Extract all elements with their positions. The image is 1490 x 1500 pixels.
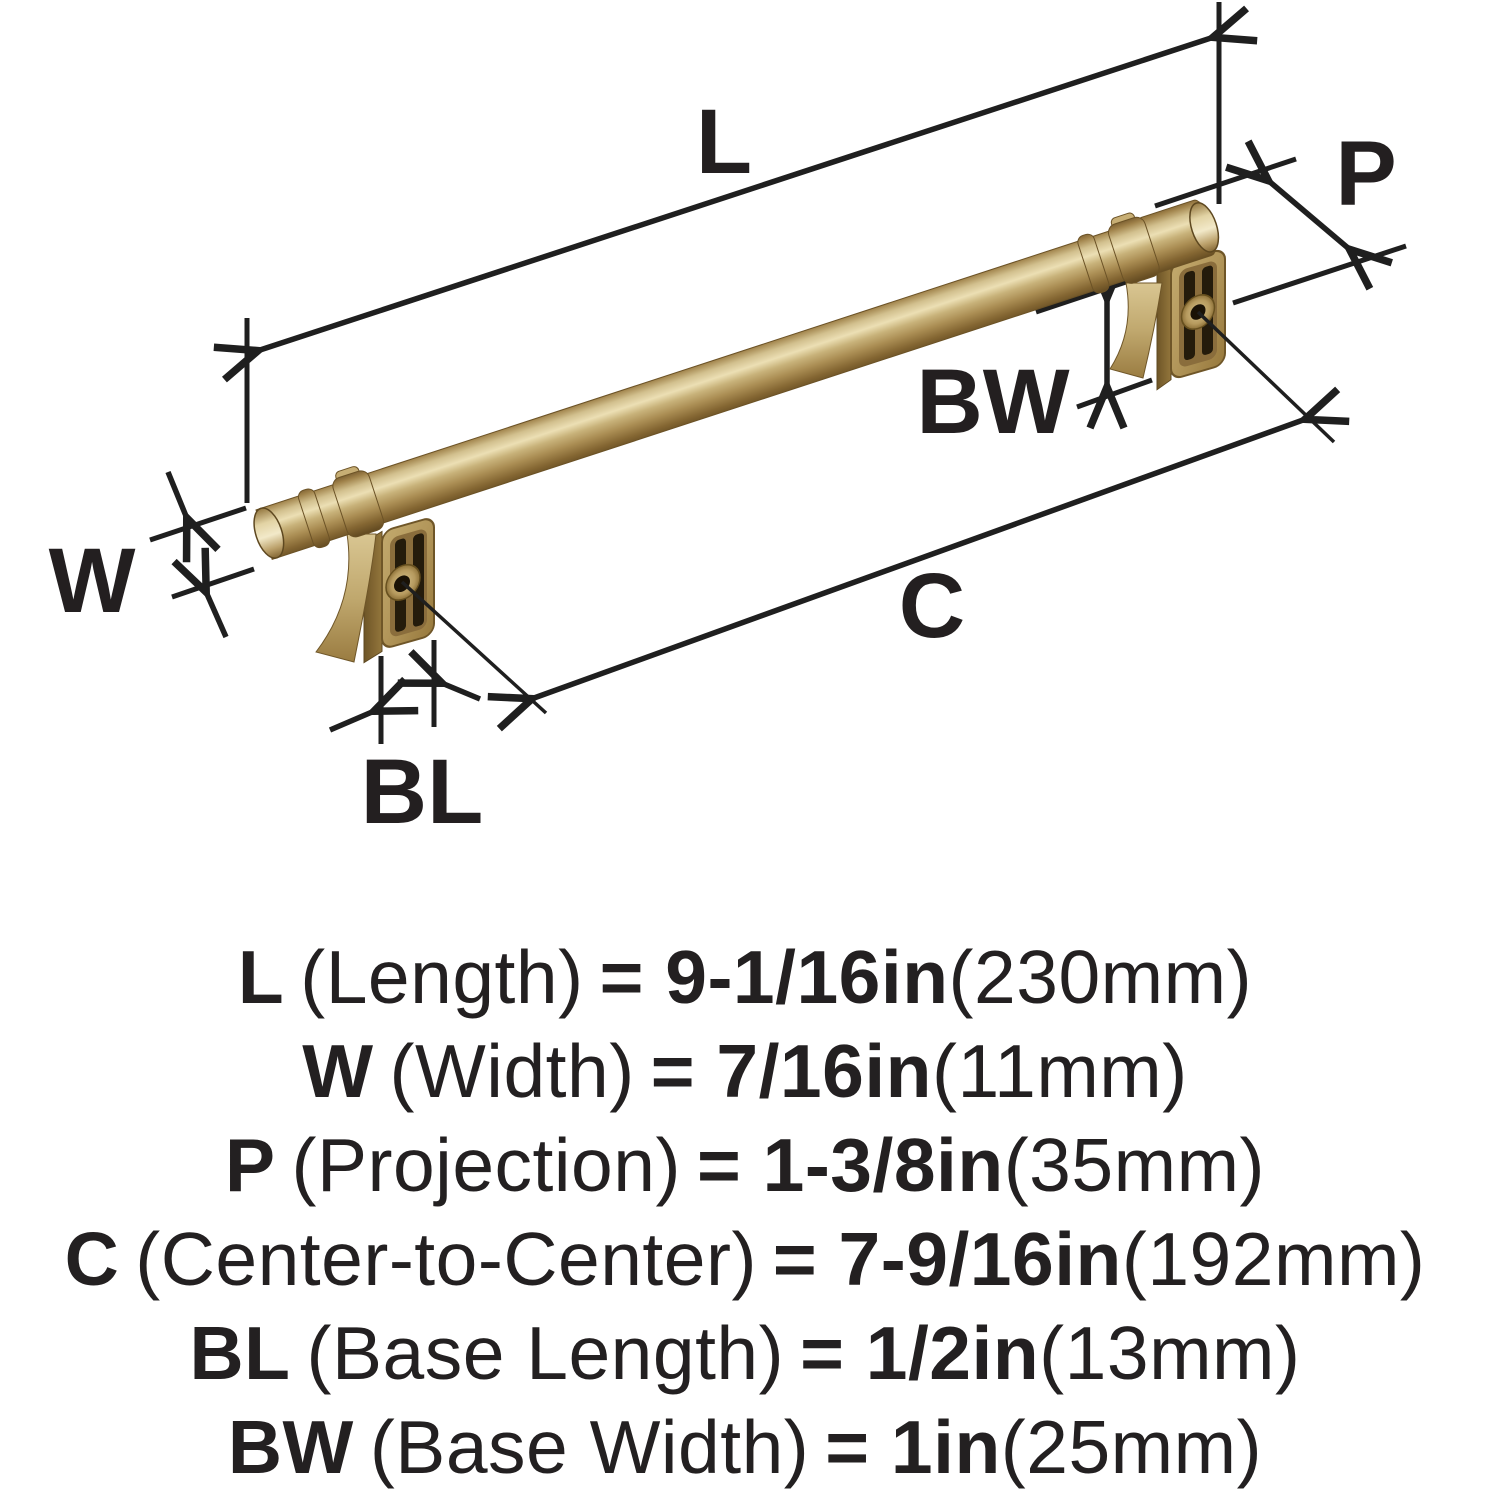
spec-label: BW [227, 1405, 354, 1489]
spec-name: (Length) [300, 935, 584, 1019]
dim-label-projection: P [1335, 123, 1396, 225]
spec-metric: (35mm) [1003, 1123, 1266, 1207]
bar-right-end-cap [1189, 202, 1220, 253]
spec-value: = 1-3/8in [696, 1123, 1004, 1207]
spec-value: = 9-1/16in [599, 935, 949, 1019]
screw-center-leaders [400, 310, 1336, 715]
leader-line-C-left [400, 580, 548, 715]
spec-row-length: L(Length)= 9-1/16in(230mm) [0, 930, 1490, 1024]
spec-name: (Base Length) [306, 1311, 785, 1395]
spec-metric: (25mm) [1000, 1405, 1263, 1489]
dim-label-base-length: BL [361, 741, 484, 843]
dim-arrow-C [534, 420, 1303, 698]
dim-arrow-BL-left [328, 712, 372, 733]
dim-arrow-BL-right [444, 684, 482, 702]
left-ring-detail [297, 488, 331, 549]
dim-label-base-width: BW [916, 351, 1069, 453]
spec-row-base-width: BW(Base Width)= 1in(25mm) [0, 1400, 1490, 1494]
spec-row-base-length: BL(Base Length)= 1/2in(13mm) [0, 1306, 1490, 1400]
dimension-diagram: L W P C BL BW [49, 2, 1407, 843]
ext-line-BW-bottom [1076, 377, 1153, 410]
spec-name: (Center-to-Center) [135, 1217, 757, 1301]
spec-label: BL [189, 1311, 291, 1395]
dimension-arrows [165, 38, 1348, 733]
left-clamp-band [332, 470, 385, 538]
spec-value: = 7/16in [650, 1029, 932, 1113]
ext-line-P-bottom [1232, 243, 1407, 306]
dim-label-center-to-center: C [899, 555, 965, 657]
ext-line-P-top [1154, 156, 1297, 209]
dim-arrow-W-top [165, 470, 186, 516]
spec-metric: (230mm) [948, 935, 1253, 1019]
bar-left-end-cap [253, 507, 285, 559]
spec-name: (Base Width) [369, 1405, 810, 1489]
dim-label-width: W [49, 530, 136, 632]
spec-list: L(Length)= 9-1/16in(230mm) W(Width)= 7/1… [0, 930, 1490, 1494]
spec-name: (Width) [389, 1029, 635, 1113]
pull-bar [253, 199, 1220, 560]
spec-row-width: W(Width)= 7/16in(11mm) [0, 1024, 1490, 1118]
ext-line-W-top [149, 505, 247, 543]
spec-metric: (13mm) [1039, 1311, 1301, 1395]
spec-metric: (11mm) [931, 1029, 1188, 1113]
ext-line-W-bottom [171, 566, 255, 600]
right-ring-detail [1077, 233, 1110, 294]
spec-metric: (192mm) [1121, 1217, 1426, 1301]
leader-line-C-right [1196, 310, 1336, 444]
spec-label: W [302, 1029, 374, 1113]
dim-arrow-L [260, 38, 1211, 350]
spec-value: = 1/2in [800, 1311, 1040, 1395]
spec-label: P [224, 1123, 276, 1207]
spec-label: C [64, 1217, 120, 1301]
dim-arrow-P [1270, 182, 1348, 248]
spec-label: L [237, 935, 285, 1019]
dim-label-length: L [696, 91, 752, 193]
spec-value: = 7-9/16in [772, 1217, 1122, 1301]
spec-value: = 1in [825, 1405, 1001, 1489]
cabinet-pull-illustration [253, 199, 1226, 664]
right-clamp-band [1107, 216, 1160, 284]
spec-row-projection: P(Projection)= 1-3/8in(35mm) [0, 1118, 1490, 1212]
dim-arrow-W-bottom [207, 594, 229, 639]
spec-row-center-to-center: C(Center-to-Center)= 7-9/16in(192mm) [0, 1212, 1490, 1306]
left-post-web [315, 533, 377, 663]
right-post-web [1109, 282, 1163, 379]
spec-name: (Projection) [291, 1123, 681, 1207]
